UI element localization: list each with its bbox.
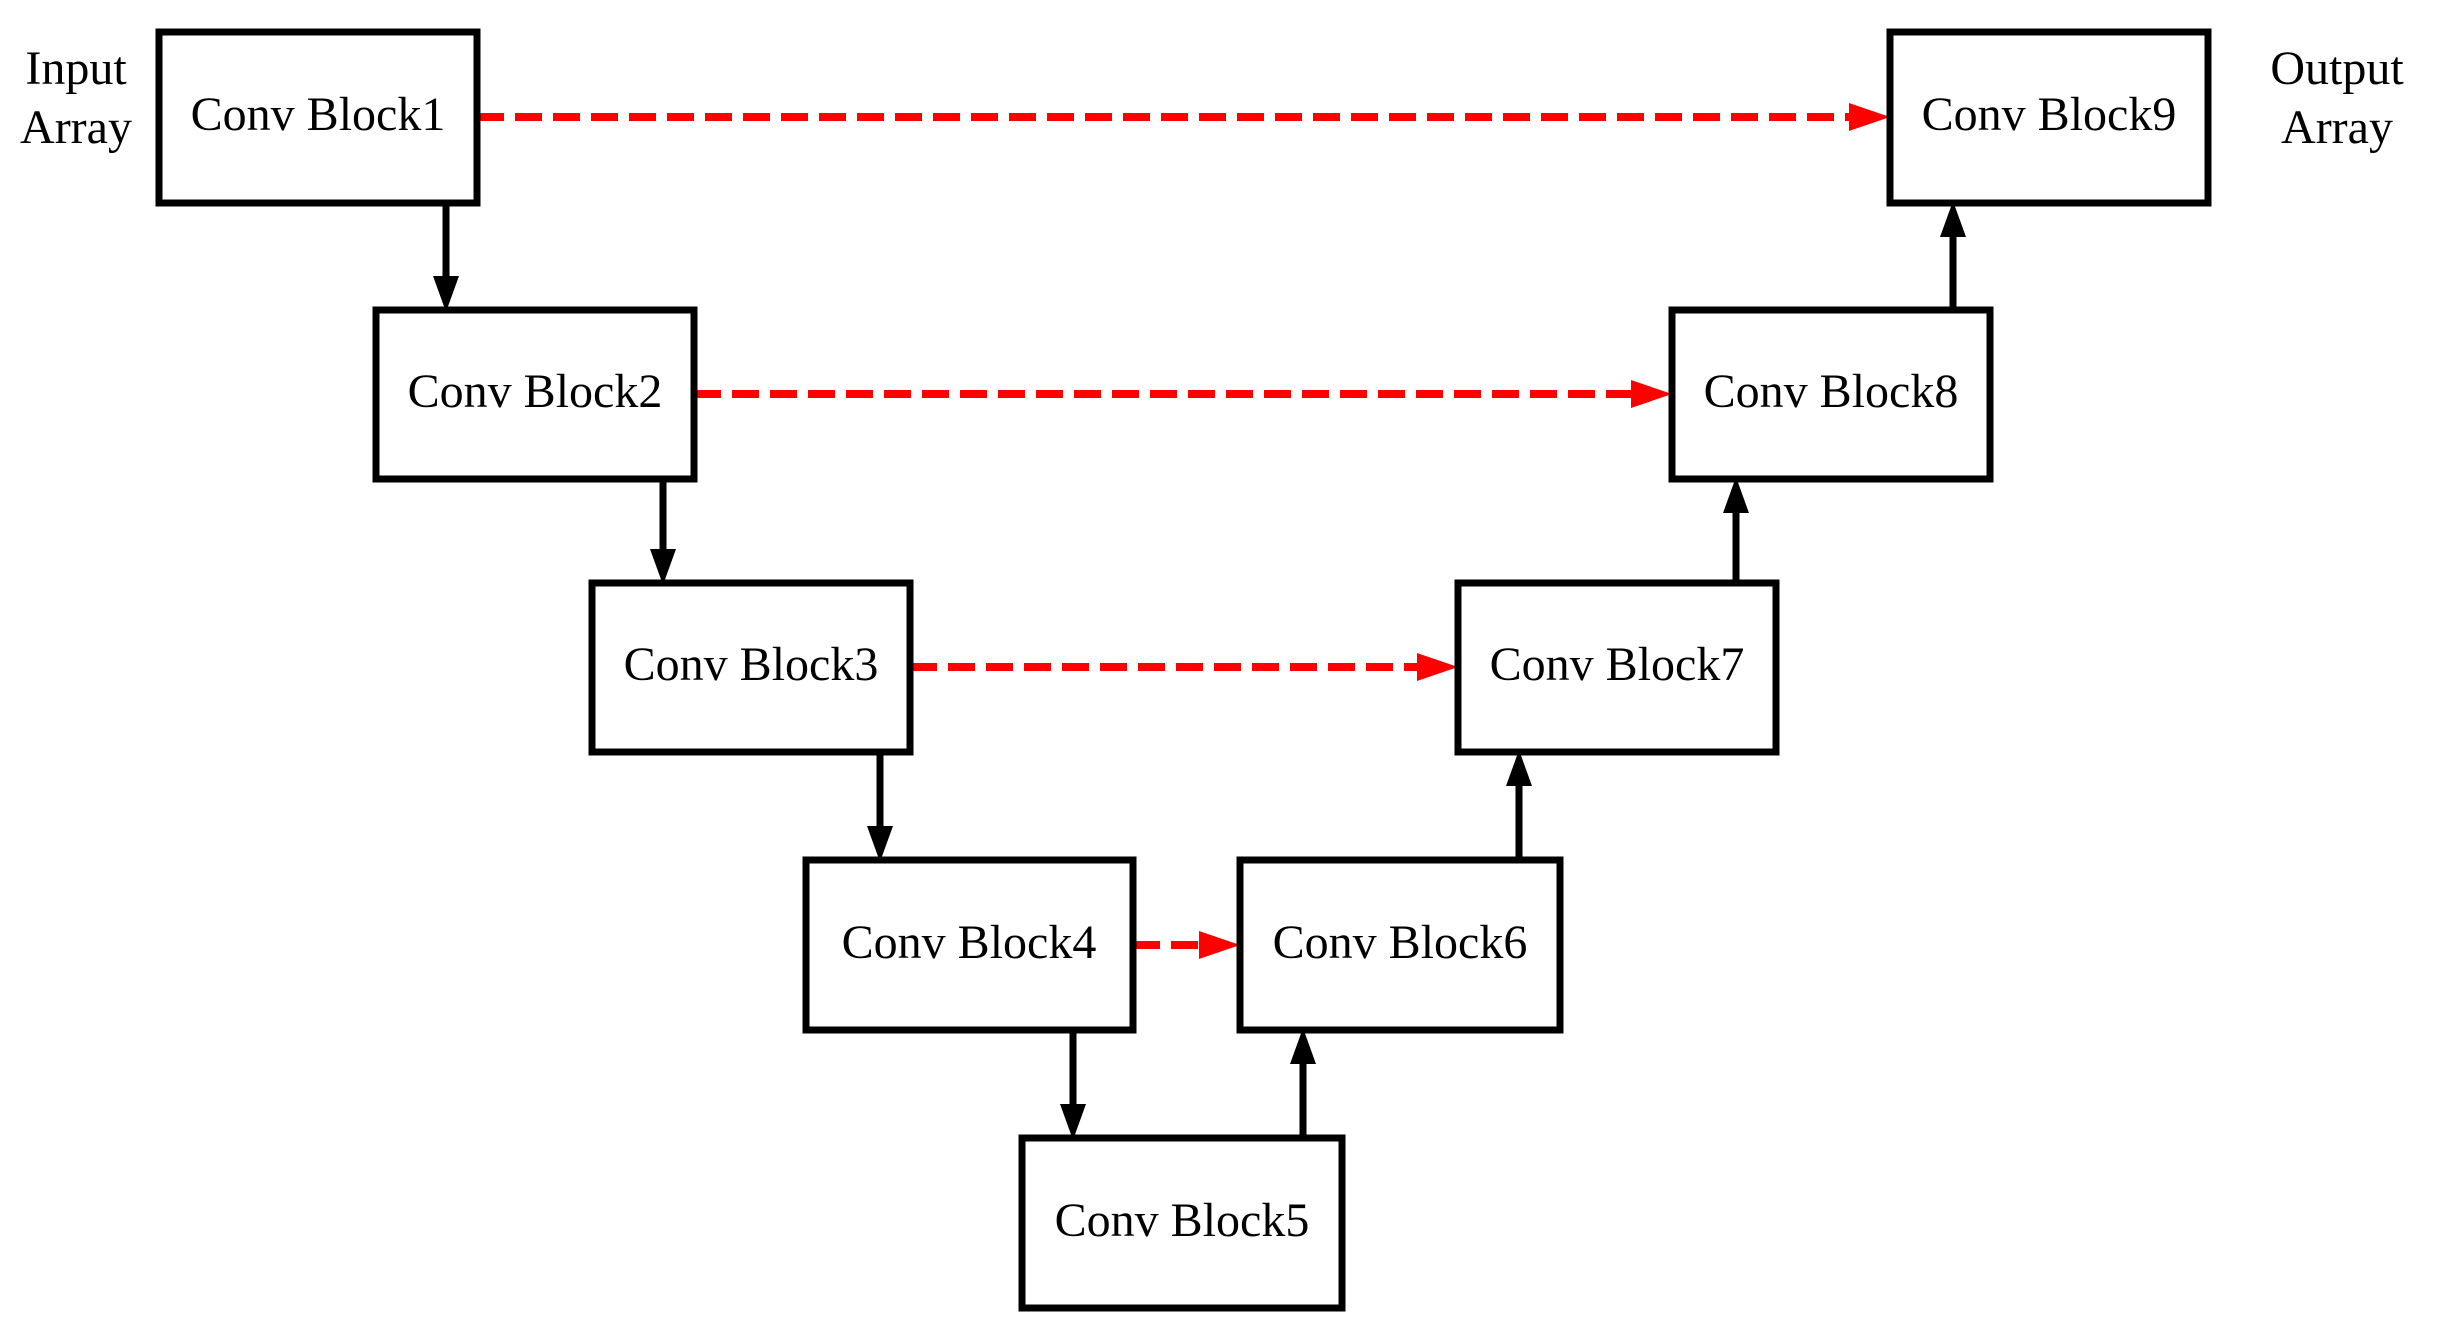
conv-block-6-rect[interactable] [1236, 856, 1564, 1034]
flow-arrow-block2-to-block3 [650, 479, 676, 585]
flow-arrow-block7-to-block8 [1723, 477, 1749, 583]
output-label-line1: Output [2270, 42, 2404, 95]
flow-arrow-block4-to-block5 [1060, 1030, 1086, 1140]
conv-block-9[interactable]: Conv Block9 [1886, 28, 2212, 207]
flow-arrow-block1-to-block2 [433, 203, 459, 312]
conv-block-1[interactable]: Conv Block1 [155, 28, 481, 207]
conv-block-9-rect[interactable] [1886, 28, 2212, 207]
conv-block-3[interactable]: Conv Block3 [588, 579, 914, 756]
flow-arrow-block5-to-block6 [1290, 1028, 1316, 1138]
output-array-label: Output Array [2270, 42, 2404, 154]
conv-block-2[interactable]: Conv Block2 [372, 306, 698, 483]
conv-block-3-rect[interactable] [588, 579, 914, 756]
conv-block-7[interactable]: Conv Block7 [1454, 579, 1780, 756]
conv-block-3-label: Conv Block3 [624, 638, 879, 691]
conv-block-7-label: Conv Block7 [1490, 638, 1745, 691]
conv-block-4[interactable]: Conv Block4 [802, 856, 1137, 1034]
skip-connection-block4-to-block6 [1133, 931, 1240, 959]
conv-block-2-label: Conv Block2 [408, 365, 663, 418]
conv-block-5-label: Conv Block5 [1055, 1194, 1310, 1247]
conv-block-4-rect[interactable] [802, 856, 1137, 1034]
conv-block-5[interactable]: Conv Block5 [1018, 1134, 1346, 1312]
conv-block-9-label: Conv Block9 [1922, 88, 2177, 141]
skip-connection-block1-to-block9 [477, 103, 1890, 131]
conv-block-7-rect[interactable] [1454, 579, 1780, 756]
conv-block-1-label: Conv Block1 [191, 88, 446, 141]
conv-block-8[interactable]: Conv Block8 [1668, 306, 1994, 483]
conv-block-8-rect[interactable] [1668, 306, 1994, 483]
conv-block-6-label: Conv Block6 [1273, 916, 1528, 969]
input-label-line1: Input [25, 42, 127, 95]
flow-arrow-block6-to-block7 [1506, 750, 1532, 860]
conv-block-5-rect[interactable] [1018, 1134, 1346, 1312]
skip-connection-block3-to-block7 [910, 653, 1458, 681]
conv-block-2-rect[interactable] [372, 306, 698, 483]
conv-block-1-rect[interactable] [155, 28, 481, 207]
input-label-line2: Array [20, 101, 132, 154]
flow-arrow-block3-to-block4 [867, 752, 893, 862]
conv-block-8-label: Conv Block8 [1704, 365, 1959, 418]
flow-arrow-block8-to-block9 [1940, 201, 1966, 310]
input-array-label: Input Array [20, 42, 132, 154]
conv-block-4-label: Conv Block4 [842, 916, 1097, 969]
skip-connection-block2-to-block8 [694, 380, 1672, 408]
output-label-line2: Array [2281, 101, 2393, 154]
conv-block-6[interactable]: Conv Block6 [1236, 856, 1564, 1034]
